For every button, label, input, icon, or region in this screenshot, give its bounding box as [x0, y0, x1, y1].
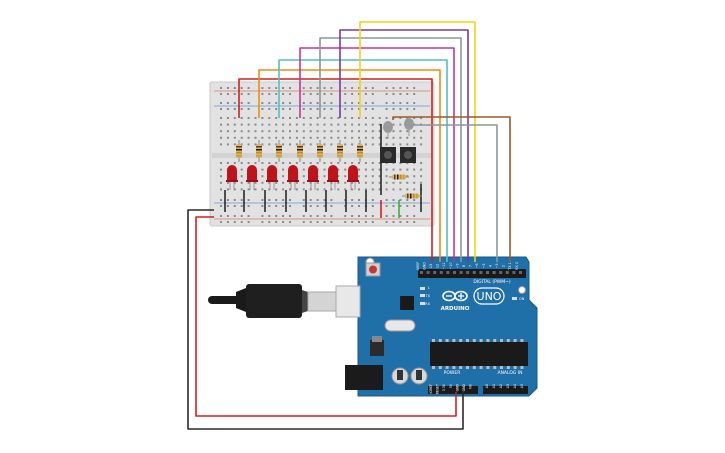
on-label: ON: [519, 297, 525, 301]
ground-wire: [187, 209, 464, 430]
digital-pin-label: 8: [462, 265, 466, 267]
power-5v-wire: [195, 216, 457, 417]
button-wire-1: [392, 116, 511, 262]
resistor: [402, 193, 422, 199]
digital-pin-label: 13: [429, 264, 433, 268]
digital-pin-label: ~11: [442, 262, 446, 269]
resistor: [297, 140, 303, 162]
led-signal-wire: [238, 78, 433, 262]
resistor: [357, 140, 363, 162]
model-label: UNO: [477, 290, 502, 303]
resistor: [256, 140, 262, 162]
led-signal-wire: [278, 59, 448, 262]
usb-cable: [208, 284, 361, 318]
analog-label: ANALOG IN: [497, 370, 522, 376]
resistor: [389, 174, 409, 180]
arduino-board: UNO ARDUINO DIGITAL (PWM~) POWER ANALOG …: [345, 256, 538, 397]
digital-pin-label: ~5: [482, 264, 486, 269]
digital-pin-label: ~9: [455, 264, 459, 269]
arduino-logo-icon: [442, 290, 468, 302]
button-cap: [404, 118, 414, 136]
led: [246, 165, 258, 190]
led: [307, 165, 319, 190]
analog-pin-label: A0: [485, 384, 489, 388]
led-signal-wire: [359, 21, 476, 262]
button-cap: [383, 121, 393, 139]
digital-pin-label: RX 0: [515, 262, 519, 270]
analog-pin-label: A1: [492, 384, 496, 388]
digital-pin-label: ~6: [475, 264, 479, 269]
power-pin-label: Vin: [469, 384, 473, 389]
rx-label: RX: [425, 302, 430, 306]
led: [347, 165, 359, 190]
led: [266, 165, 278, 190]
l-label: L: [428, 286, 430, 290]
led: [327, 165, 339, 190]
resistor: [317, 140, 323, 162]
led-signal-wire: [299, 47, 455, 262]
push-button: [380, 147, 396, 163]
digital-pin-label: ~10: [449, 262, 453, 269]
resistors: [236, 140, 422, 199]
power-pin-label: IOREF: [429, 384, 433, 394]
digital-pin-label: ~3: [495, 264, 499, 269]
analog-pin-label: A5: [520, 384, 524, 388]
power-pin-label: 3.3V: [442, 383, 446, 391]
resistor: [276, 140, 282, 162]
digital-pin-label: 7: [469, 265, 473, 267]
led-signal-wire: [319, 37, 462, 262]
resistor: [337, 140, 343, 162]
led: [287, 165, 299, 190]
power-label: POWER: [444, 370, 461, 376]
digital-pin-label: 12: [436, 264, 440, 268]
analog-pin-label: A4: [513, 384, 517, 388]
digital-pin-label: 2: [502, 265, 506, 267]
power-pin-label: GND: [455, 383, 459, 391]
led: [226, 165, 238, 190]
digital-label: DIGITAL (PWM~): [473, 279, 511, 285]
led-signal-wire: [339, 29, 469, 262]
breadboard-holes: [220, 87, 423, 223]
digital-pin-label: 4: [488, 265, 492, 267]
wires: [187, 21, 511, 430]
brand-label: ARDUINO: [441, 306, 470, 312]
analog-pin-label: A3: [506, 384, 510, 388]
led-signal-wire: [258, 69, 441, 262]
tx-label: TX: [424, 294, 430, 298]
leds: [226, 165, 359, 190]
power-pin-label: RESET: [436, 384, 440, 394]
gnd-pin-label: GND: [423, 262, 427, 270]
analog-pin-label: A2: [499, 384, 503, 388]
aref-pin-label: AREF: [416, 262, 420, 271]
power-pin-label: GND: [462, 383, 466, 391]
push-buttons: [380, 118, 416, 163]
push-button: [400, 147, 416, 163]
digital-pin-label: TX 1: [508, 262, 512, 271]
power-pin-label: 5V: [449, 383, 453, 388]
resistor: [236, 140, 242, 162]
